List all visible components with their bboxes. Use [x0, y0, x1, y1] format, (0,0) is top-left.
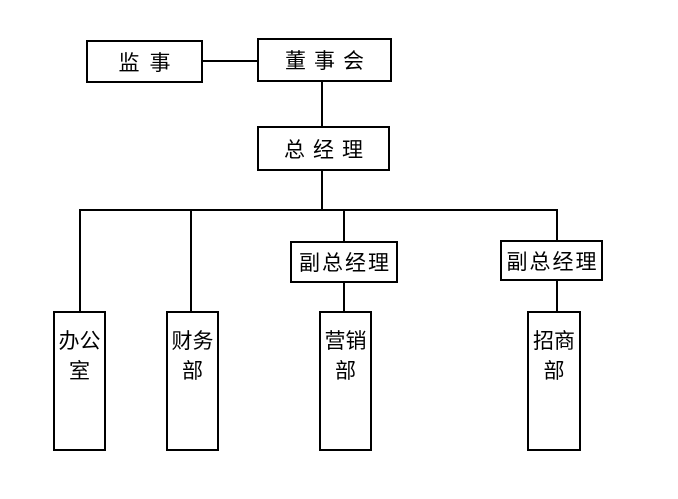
node-supervisor: 监事	[86, 40, 203, 83]
connector-deputy-right-investment	[556, 281, 558, 311]
node-office: 办公室	[53, 311, 106, 451]
node-investment: 招商部	[527, 311, 581, 451]
node-marketing: 营销部	[319, 311, 372, 451]
node-general-manager: 总经理	[257, 126, 390, 171]
connector-deputy-left-marketing	[343, 283, 345, 311]
node-finance: 财务部	[166, 311, 219, 451]
node-deputy-gm-right: 副总经理	[500, 240, 603, 281]
connector-supervisor-board	[203, 60, 257, 62]
connector-distribution-bus	[79, 209, 558, 211]
connector-bus-finance	[190, 209, 192, 311]
node-deputy-gm-left: 副总经理	[290, 241, 398, 283]
node-board: 董事会	[257, 38, 392, 82]
connector-board-gm	[321, 82, 323, 126]
connector-gm-bus	[321, 171, 323, 211]
connector-bus-deputy-left	[343, 209, 345, 241]
connector-bus-deputy-right	[556, 209, 558, 240]
connector-bus-office	[79, 209, 81, 311]
